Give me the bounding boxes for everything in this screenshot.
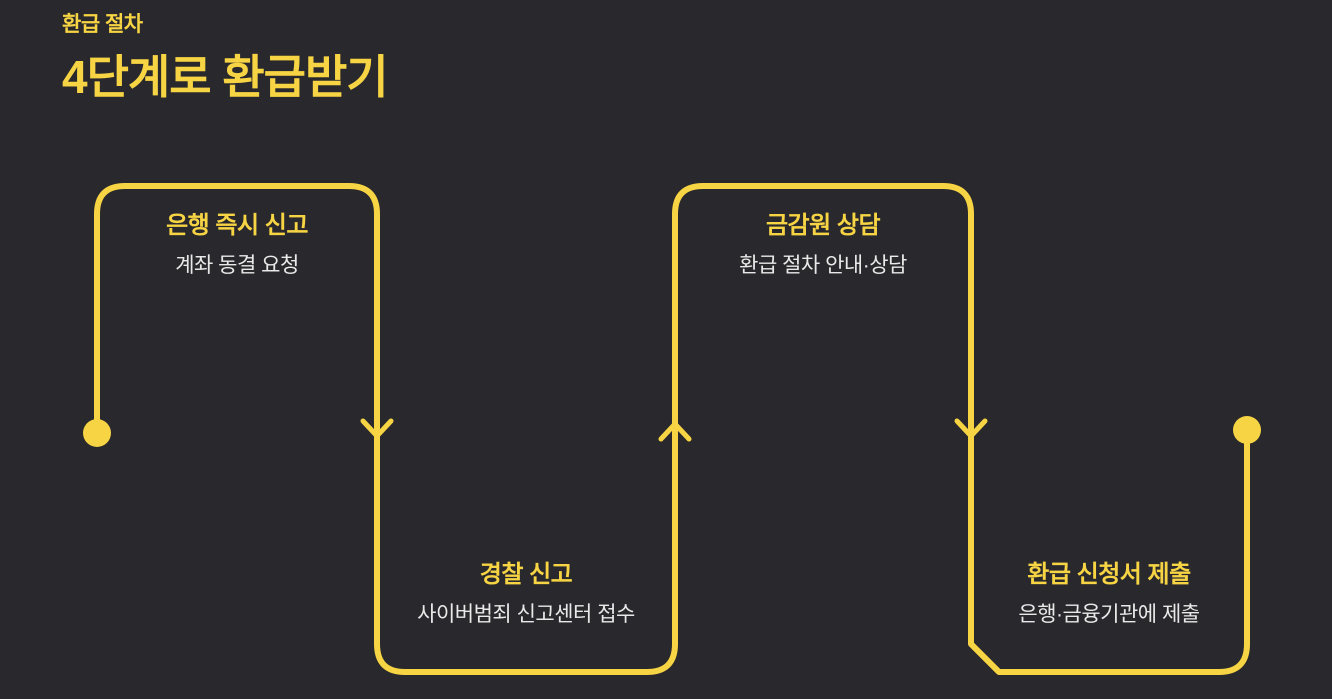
step-1-subtitle: 계좌 동결 요청 — [175, 254, 299, 277]
start-dot — [83, 419, 111, 447]
end-dot — [1233, 416, 1261, 444]
step-1: 은행 즉시 신고 계좌 동결 요청 — [97, 205, 377, 280]
step-3-title: 금감원 상담 — [765, 212, 881, 239]
step-2: 경찰 신고 사이버범죄 신고센터 접수 — [377, 554, 675, 629]
step-3: 금감원 상담 환급 절차 안내·상담 — [675, 205, 971, 280]
step-2-title: 경찰 신고 — [479, 561, 573, 588]
step-1-title: 은행 즉시 신고 — [166, 212, 308, 239]
arrow-down-2-icon — [954, 418, 988, 439]
step-4: 환급 신청서 제출 은행·금융기관에 제출 — [971, 554, 1247, 629]
page-title: 4단계로 환급받기 — [62, 51, 389, 103]
step-4-subtitle: 은행·금융기관에 제출 — [1018, 603, 1200, 626]
eyebrow-label: 환급 절차 — [62, 13, 143, 36]
step-2-subtitle: 사이버범죄 신고센터 접수 — [417, 603, 635, 626]
arrow-down-1-icon — [360, 418, 394, 439]
flow-path — [94, 183, 1250, 675]
step-3-subtitle: 환급 절차 안내·상담 — [739, 254, 907, 277]
step-4-title: 환급 신청서 제출 — [1027, 561, 1191, 588]
header: 환급 절차 4단계로 환급받기 — [62, 8, 389, 103]
arrow-up-icon — [658, 421, 692, 442]
